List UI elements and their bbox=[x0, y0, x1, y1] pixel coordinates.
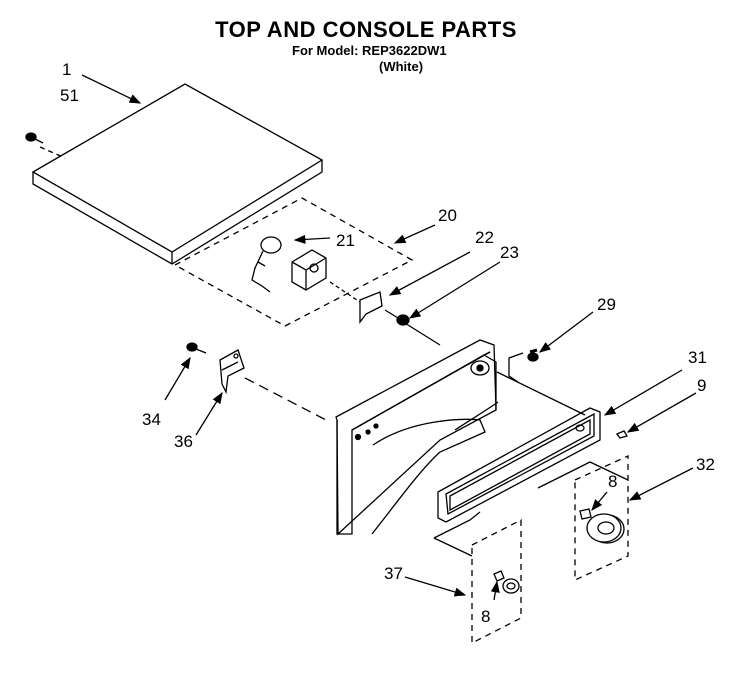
console-panel bbox=[335, 339, 499, 536]
callout-21: 21 bbox=[336, 231, 355, 250]
callout-31: 31 bbox=[688, 348, 707, 367]
callout-9: 9 bbox=[697, 376, 707, 395]
page-title: TOP AND CONSOLE PARTS bbox=[215, 17, 517, 42]
part-21 bbox=[251, 236, 282, 293]
callout-8-upper: 8 bbox=[608, 472, 618, 491]
callout-36: 36 bbox=[174, 432, 193, 451]
color-line: (White) bbox=[379, 59, 424, 74]
part-22 bbox=[329, 281, 383, 324]
part-20 bbox=[291, 249, 327, 291]
knob-37 bbox=[502, 578, 520, 594]
bracket-36 bbox=[219, 349, 245, 395]
callout-22: 22 bbox=[475, 228, 494, 247]
callout-23: 23 bbox=[500, 243, 519, 262]
callout-1: 1 bbox=[62, 60, 72, 79]
part-23 bbox=[384, 309, 410, 326]
knob-32 bbox=[586, 513, 625, 544]
callout-34: 34 bbox=[142, 410, 161, 429]
callout-32: 32 bbox=[696, 455, 715, 474]
control-panel-31 bbox=[437, 407, 601, 523]
callout-37: 37 bbox=[384, 564, 403, 583]
callout-8-lower: 8 bbox=[481, 607, 491, 626]
callout-29: 29 bbox=[597, 295, 616, 314]
model-line: For Model: REP3622DW1 bbox=[292, 43, 447, 58]
callout-51: 51 bbox=[60, 86, 79, 105]
screw-51 bbox=[25, 132, 44, 144]
callout-20: 20 bbox=[438, 206, 457, 225]
top-panel bbox=[31, 83, 324, 265]
